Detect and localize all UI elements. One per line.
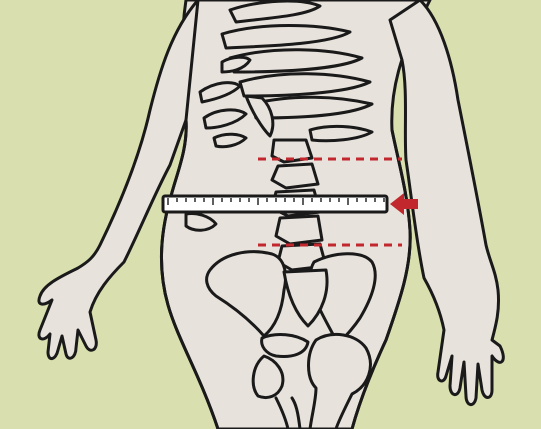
vertebra	[276, 216, 322, 244]
measuring-tape	[163, 196, 387, 212]
pubic-bone	[262, 335, 308, 357]
tape-band	[163, 196, 387, 212]
vertebra	[272, 164, 318, 188]
